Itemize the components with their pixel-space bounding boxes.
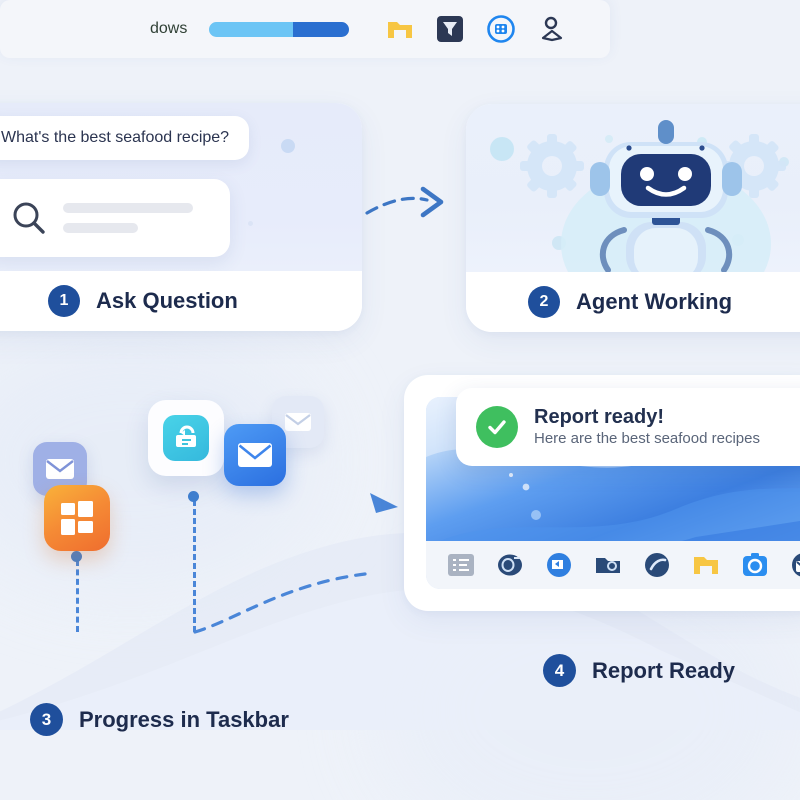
step-badge-2: 2 [528,286,560,318]
search-input[interactable] [0,179,230,257]
mail-icon-blue[interactable] [224,424,286,486]
card-agent-working[interactable]: 2 Agent Working [466,104,800,332]
step-label-1: Ask Question [96,288,238,313]
card-ask-question[interactable]: What's the best seafood recipe? 1 Ask Qu… [0,103,362,331]
transfer-icon-card[interactable] [148,400,224,476]
blue-circle-edit-icon[interactable] [546,552,572,578]
connector-dot [188,491,199,502]
dark-oval-app-icon[interactable] [497,553,523,577]
office-grid-icon[interactable] [44,485,110,551]
step-label-row-3: 3 Progress in Taskbar [30,703,289,736]
card-report-ready[interactable]: Report ready! Here are the best seafood … [404,375,800,611]
placeholder-line [63,223,138,233]
dark-globe-icon[interactable] [644,552,670,578]
robot-mascot [490,120,789,322]
arrowhead-step3-to-step4 [370,493,398,513]
connector-stem [76,560,79,632]
chat-message-text: What's the best seafood recipe? [1,129,230,146]
progress-remainder [293,21,350,37]
store-blue-icon[interactable] [742,552,768,578]
decorative-dot [281,139,295,153]
envelope-icon [238,443,272,467]
taskbar-label: dows [150,20,188,37]
step-badge-3: 3 [30,703,63,736]
arrow-step3-to-step4 [193,572,367,634]
person-location-icon[interactable] [539,16,565,42]
window-taskbar [426,541,800,589]
list-view-icon[interactable] [448,554,474,576]
dark-folder-icon[interactable] [595,553,621,577]
card-ask-question-hero: What's the best seafood recipe? [0,103,362,271]
card-agent-working-footer: 2 Agent Working [466,272,800,332]
transfer-icon [163,415,209,461]
check-circle-icon [476,406,518,448]
envelope-icon [285,413,311,431]
step-badge-1: 1 [48,285,80,317]
notification-title: Report ready! [534,405,665,428]
search-placeholder-lines [63,203,193,233]
envelope-icon [46,459,74,479]
step-label-2: Agent Working [576,289,733,314]
arrow-step1-to-step2 [365,186,444,218]
notification-text: Report ready! Here are the best seafood … [534,406,760,449]
placeholder-line [63,203,193,213]
step-label-4: Report Ready [592,657,736,683]
search-icon [13,202,45,234]
notification-toast[interactable]: Report ready! Here are the best seafood … [456,388,800,466]
mail-edge-icon[interactable] [791,552,800,578]
card-progress-taskbar[interactable]: dows [0,0,610,58]
background-wave [0,532,800,730]
dark-app-icon[interactable] [437,16,464,42]
folder-icon[interactable] [387,17,413,41]
checkmark-icon [488,420,506,435]
step-label-row-4: 4 Report Ready [543,654,735,687]
connector-dot [71,551,82,562]
taskbar-icon-row [387,15,565,43]
transfer-arrows-icon [176,425,196,447]
card-agent-working-hero [466,104,800,322]
grid-icon [61,501,93,535]
progress-fill [209,21,294,37]
chat-message-bubble: What's the best seafood recipe? [0,116,250,160]
step-label-3: Progress in Taskbar [79,706,289,732]
folder-yellow-icon[interactable] [693,553,719,577]
connector-stem [193,500,196,632]
blue-circle-app-icon[interactable] [487,15,516,43]
decorative-dot [248,221,253,226]
step-badge-4: 4 [543,654,576,687]
card-ask-question-footer: 1 Ask Question [0,271,362,331]
notification-subtitle: Here are the best seafood recipes [534,429,760,447]
taskbar-progress-bar [209,21,350,37]
